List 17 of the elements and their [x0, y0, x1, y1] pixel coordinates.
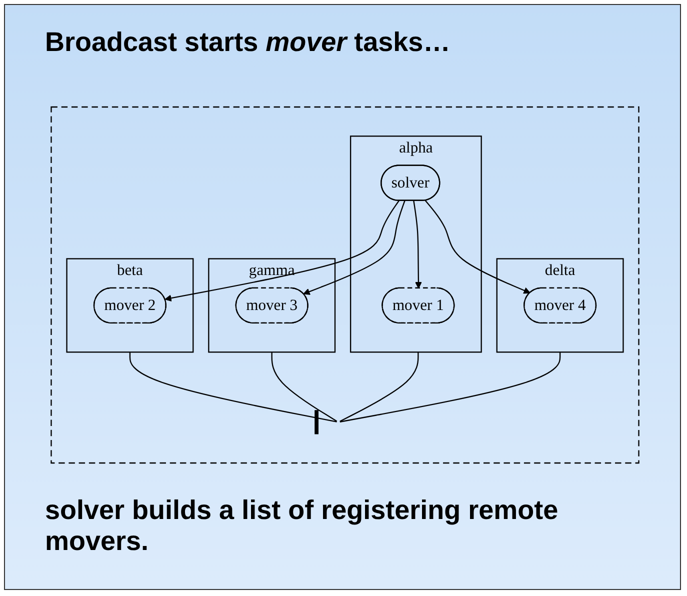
arrow [164, 200, 400, 302]
connector [129, 352, 337, 422]
connector [340, 352, 561, 422]
cluster [208, 258, 336, 353]
connector [271, 352, 338, 422]
node-bar [314, 410, 318, 434]
cluster [350, 136, 482, 353]
slide-background: Broadcast starts mover tasks… alpha beta gamma delta solver mover 2 mover 3 mover 1 mover 4 solver builds a list of registering remote movers. [4, 4, 681, 590]
cluster [66, 258, 194, 353]
arrow [424, 200, 530, 294]
caption: solver builds a list of registering remote movers. [45, 495, 560, 557]
arrow [303, 200, 406, 295]
title: Broadcast starts mover tasks… [45, 27, 450, 58]
arrow [413, 200, 422, 289]
cluster [50, 106, 640, 464]
cluster [496, 258, 624, 353]
connector [340, 352, 419, 422]
